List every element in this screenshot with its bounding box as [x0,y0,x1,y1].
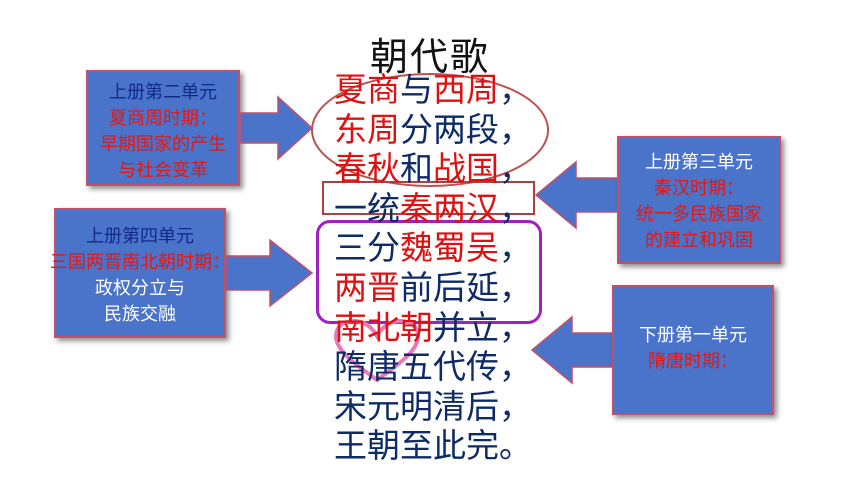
poem-dynasty-name: 南北朝 [334,307,433,347]
poem: 夏商与西周，东周分两段，春秋和战国，一统秦两汉，三分魏蜀吴，两晋前后延，南北朝并… [334,70,534,466]
unit1b-heading: 下册第一单元 [639,325,747,346]
poem-text: 前后延， [400,267,532,307]
unit4-line: 政权分立与 [95,278,185,299]
poem-line: 南北朝并立， [334,308,534,348]
left-arrow-icon [530,315,615,385]
poem-line: 宋元明清后， [334,387,534,427]
poem-dynasty-name: 秦两汉 [400,188,499,228]
right-arrow-icon [239,95,314,161]
unit4-box: 上册第四单元 三国两晋南北朝时期： 政权分立与 民族交融 [50,208,230,338]
unit3-heading: 上册第三单元 [645,152,753,173]
poem-text: 一统 [334,188,400,228]
unit2-box: 上册第二单元 夏商周时期： 早期国家的产生 与社会变革 [86,70,240,186]
poem-text: 与 [400,70,433,109]
poem-text: ， [499,70,532,109]
unit3-line: 秦汉时期： [654,178,744,199]
poem-text: 分两段， [400,109,532,149]
unit1b-line: 隋唐时期： [648,351,738,372]
unit3-line: 统一多民族国家 [636,204,762,225]
unit3-line: 的建立和巩固 [645,230,753,251]
unit3-box: 上册第三单元 秦汉时期： 统一多民族国家 的建立和巩固 [617,136,781,264]
right-arrow-icon [225,238,314,308]
poem-dynasty-name: 魏蜀吴 [400,228,499,268]
poem-line: 一统秦两汉， [334,189,534,229]
poem-text: 宋元明清后， [334,386,532,426]
poem-text: ， [499,149,532,189]
unit4-line: 三国两晋南北朝时期： [50,252,230,273]
poem-dynasty-name: 春秋 [334,149,400,189]
poem-dynasty-name: 战国 [433,149,499,189]
poem-dynasty-name: 夏商 [334,70,400,109]
left-arrow-icon [534,160,619,230]
highlight-rectangle [322,181,535,215]
poem-line: 夏商与西周， [334,70,534,110]
unit4-heading: 上册第四单元 [86,226,194,247]
unit1b-box: 下册第一单元 隋唐时期： [612,285,774,415]
poem-dynasty-name: 西周 [433,70,499,109]
poem-dynasty-name: 两晋 [334,267,400,307]
highlight-rounded-rectangle [316,220,542,324]
unit2-heading: 上册第二单元 [109,82,217,103]
unit2-line: 与社会变革 [118,160,208,181]
unit2-line: 夏商周时期： [109,108,217,129]
unit2-line: 早期国家的产生 [100,134,226,155]
poem-line: 春秋和战国， [334,149,534,189]
poem-text: 三分 [334,228,400,268]
unit4-line: 民族交融 [104,304,176,325]
highlight-ellipse [311,73,549,187]
poem-text: ， [499,188,532,228]
heart-outline [333,318,421,383]
poem-text: 王朝至此完。 [334,426,532,466]
poem-text: 和 [400,149,433,189]
poem-line: 隋唐五代传， [334,347,534,387]
poem-text: 并立， [433,307,532,347]
poem-line: 两晋前后延， [334,268,534,308]
page-title: 朝代歌 [369,35,490,79]
poem-dynasty-name: 东周 [334,109,400,149]
poem-line: 东周分两段， [334,110,534,150]
poem-line: 王朝至此完。 [334,426,534,466]
poem-text: 隋唐五代传， [334,347,532,387]
poem-text: ， [499,228,532,268]
poem-line: 三分魏蜀吴， [334,228,534,268]
